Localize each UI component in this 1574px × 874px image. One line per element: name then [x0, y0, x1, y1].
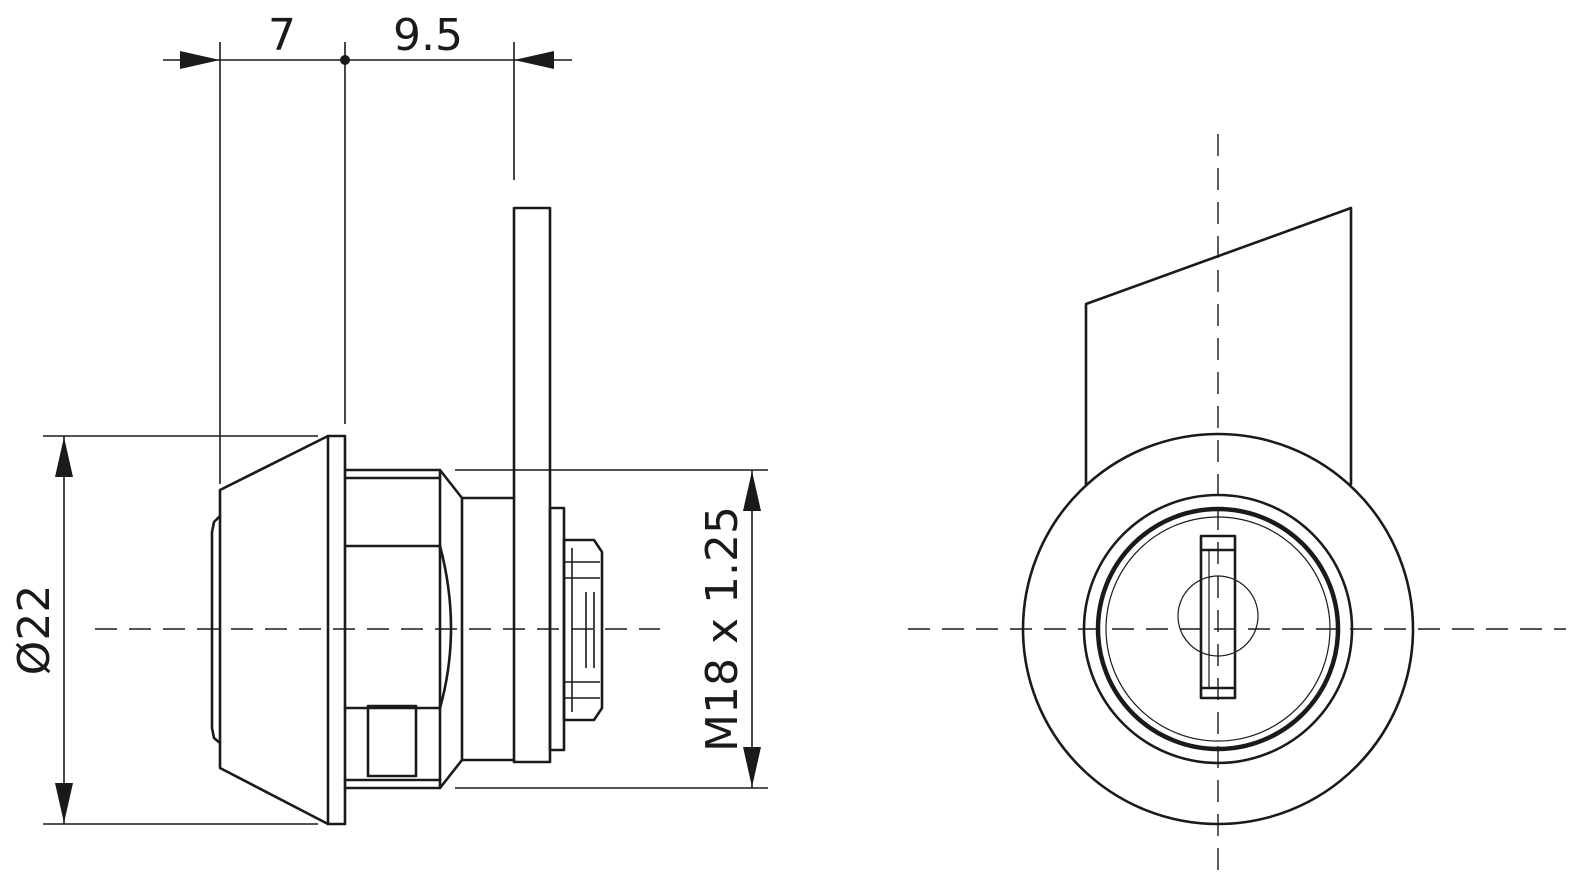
spacer: [460, 496, 516, 762]
rear-nut: [562, 538, 604, 722]
plug-ring-outer: [1082, 493, 1354, 765]
front-view: [908, 134, 1566, 874]
key-slot: [1199, 534, 1237, 700]
plug-front-rim: [210, 514, 222, 745]
side-view: 7 9.5 Ø22 M18 x 1.25: [9, 10, 768, 826]
arrow-up-head: [55, 437, 73, 477]
thread-dimension: M18 x 1.25: [455, 469, 768, 789]
arrow-right-head: [180, 51, 220, 69]
cam-plate-edge: [512, 206, 552, 764]
top-dimension: 7 9.5: [163, 10, 572, 484]
dimension-label-9-5: 9.5: [393, 10, 463, 61]
cam-plate-front: [1084, 206, 1353, 486]
dimension-label-7: 7: [268, 10, 296, 61]
arrow-down-head: [55, 783, 73, 823]
arrow-up-head: [743, 471, 761, 511]
lock-body-side: [210, 206, 604, 826]
dimension-label-thread: M18 x 1.25: [697, 506, 748, 752]
diameter-dimension: Ø22: [9, 435, 318, 825]
bezel-outer-circle: [1021, 432, 1415, 826]
threaded-body: [343, 468, 464, 790]
plug-face: [1105, 516, 1331, 742]
anti-rotation-key: [366, 704, 418, 778]
bezel-cone: [218, 434, 347, 826]
keyway-circle: [1177, 575, 1259, 657]
arrow-left-head: [514, 51, 554, 69]
dimension-label-diameter: Ø22: [9, 585, 60, 676]
arrow-down-head: [743, 747, 761, 787]
plug-ring-inner: [1095, 506, 1341, 752]
